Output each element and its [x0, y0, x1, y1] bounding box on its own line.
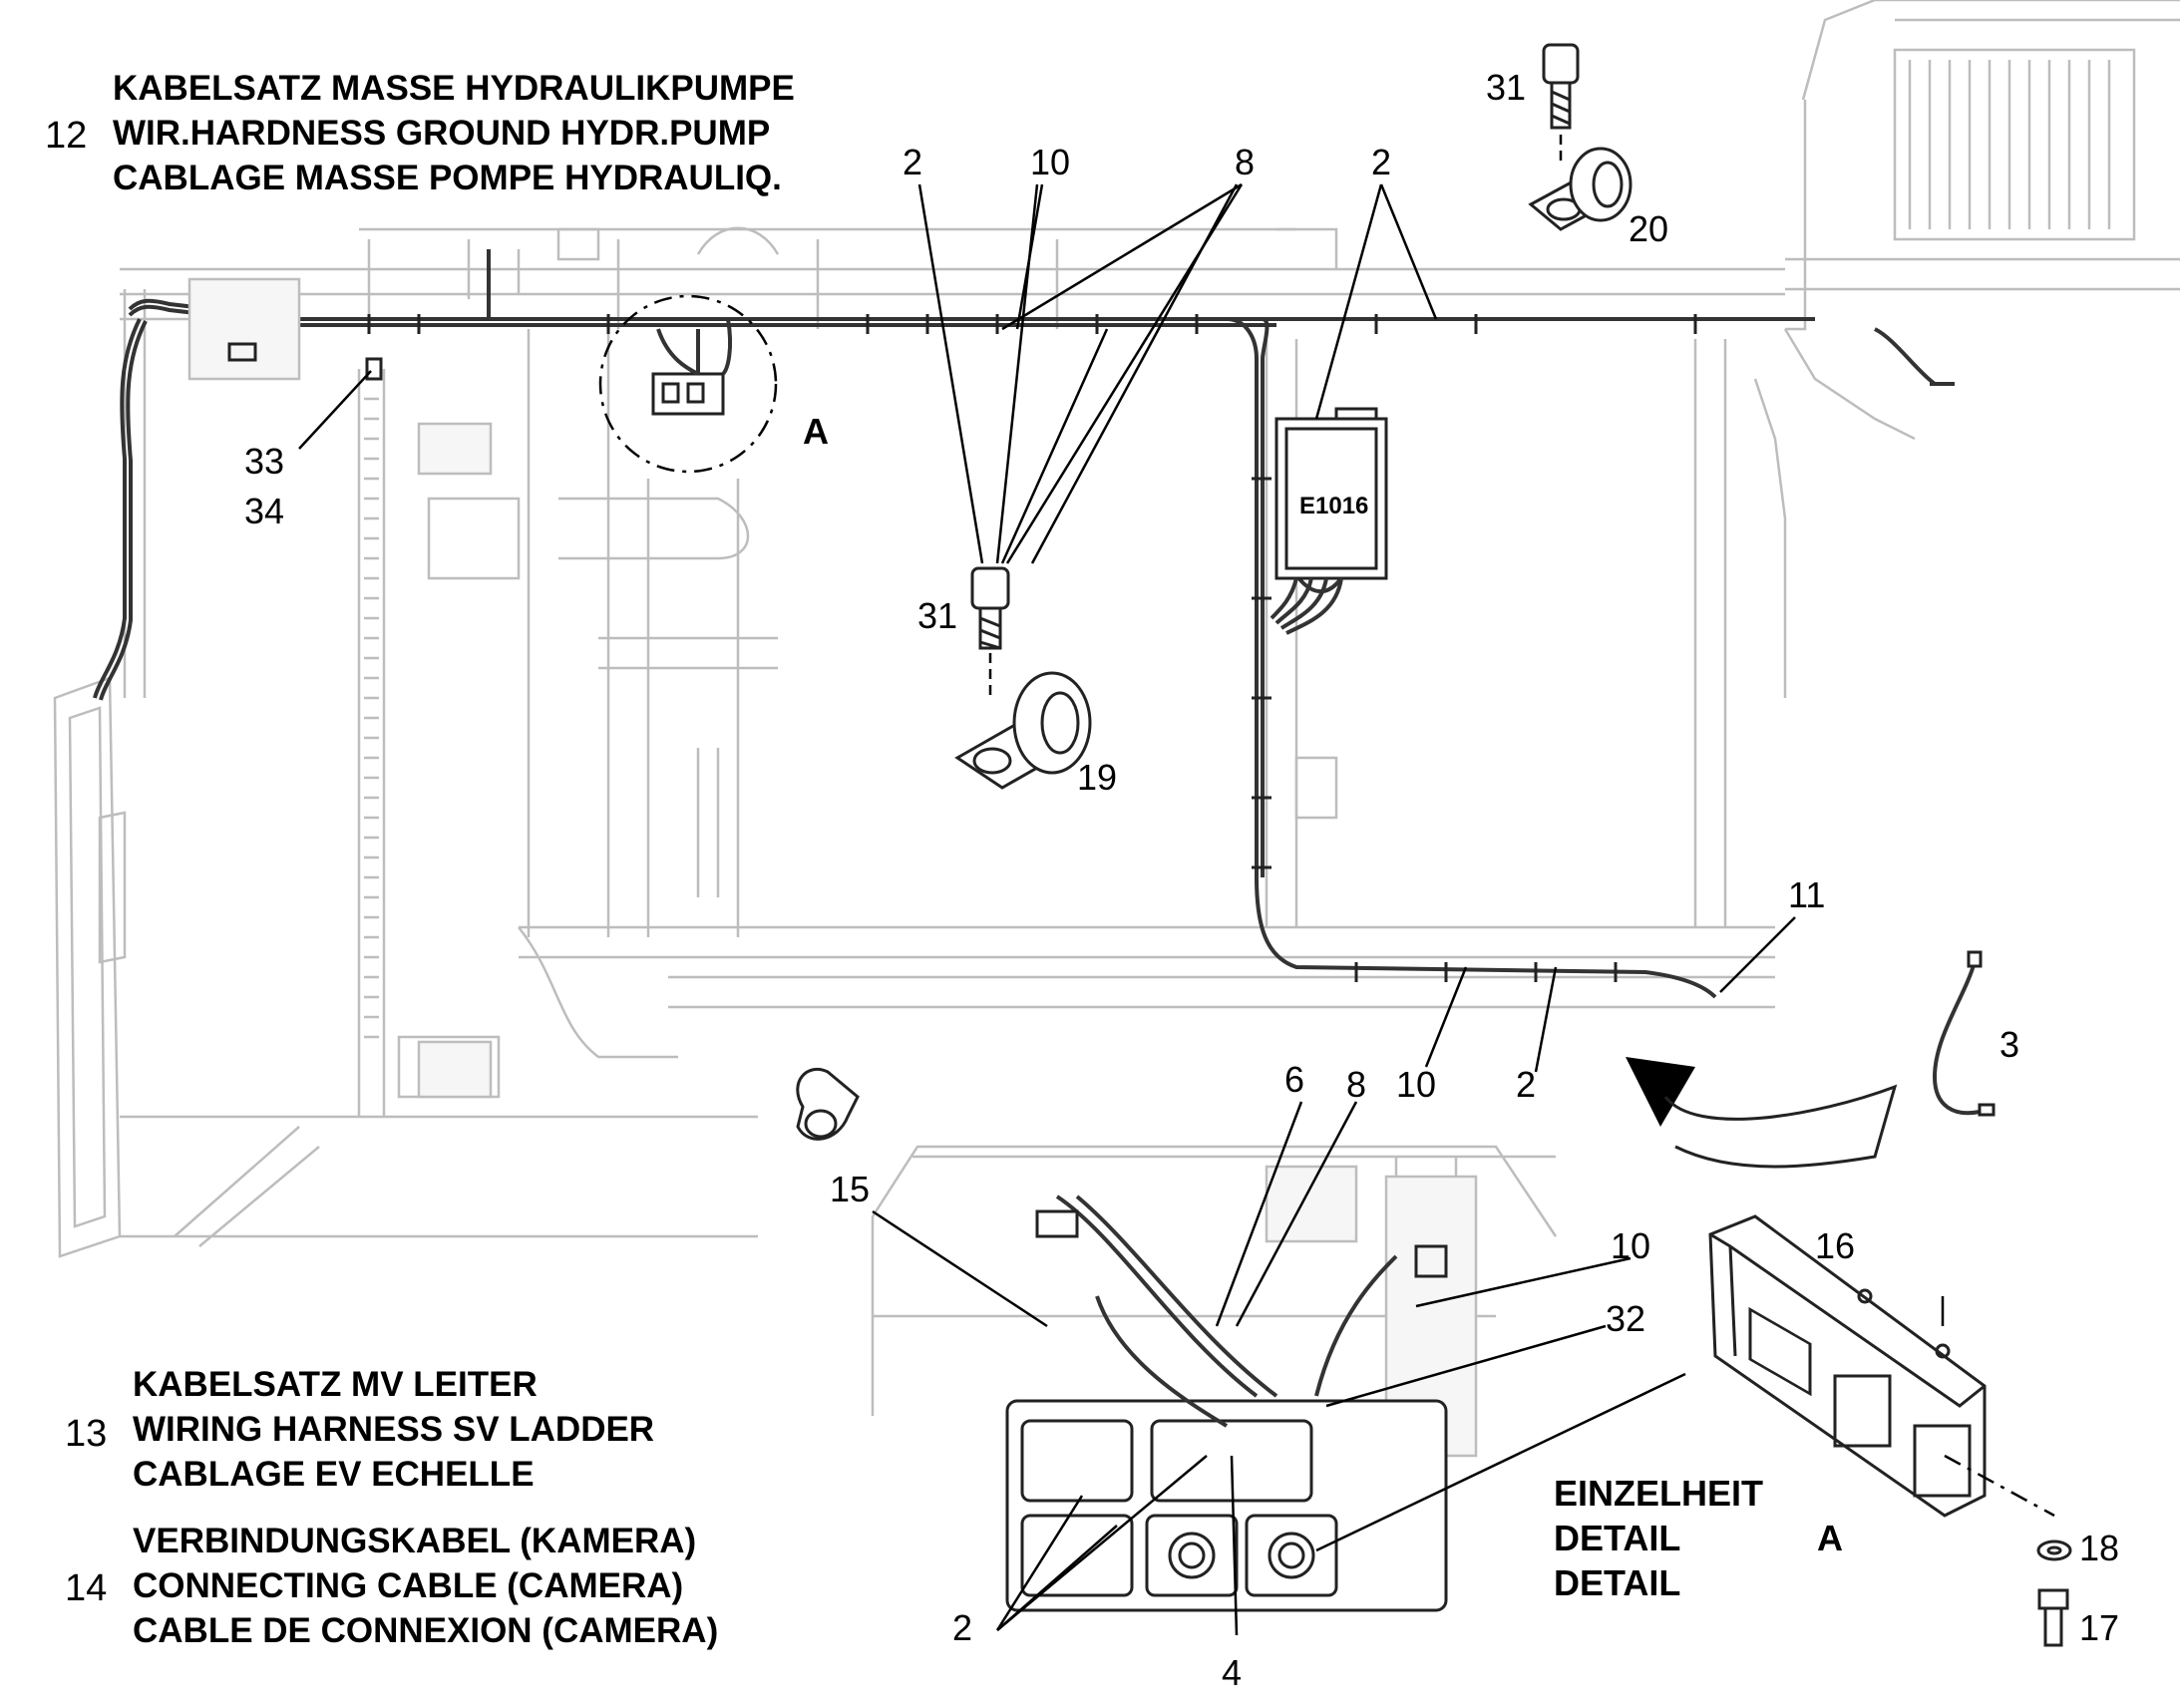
clamp-20 — [1528, 147, 1633, 231]
item-13-line-en: WIRING HARNESS SV LADDER — [133, 1410, 654, 1449]
item-12-line-fr: CABLAGE MASSE POMPE HYDRAULIQ. — [113, 159, 782, 197]
callout-19: 19 — [1077, 757, 1117, 798]
detail-a-marker: A — [598, 294, 829, 474]
e1016-label: E1016 — [1299, 493, 1368, 519]
e1016-control-box: E1016 — [1270, 407, 1388, 635]
bolt-31-top — [1542, 43, 1580, 165]
detail-view — [873, 1155, 1556, 1612]
clip-15-part — [796, 1068, 860, 1141]
header-item-13: 13 KABELSATZ MV LEITER WIRING HARNESS SV… — [65, 1365, 654, 1494]
item-12-number: 12 — [45, 115, 87, 157]
callout-2-top-right: 2 — [1371, 142, 1391, 182]
detail-caption-fr: DETAIL — [1554, 1562, 1680, 1603]
leader-lines — [298, 182, 1796, 1636]
detail-a-caption: EINZELHEIT DETAIL DETAIL A — [1554, 1473, 1843, 1603]
header-item-14: 14 VERBINDUNGSKABEL (KAMERA) CONNECTING … — [65, 1522, 718, 1650]
callout-10-detail: 10 — [1611, 1225, 1650, 1266]
connector-box-left — [187, 277, 383, 381]
item-13-line-de: KABELSATZ MV LEITER — [133, 1365, 538, 1404]
cable-3 — [1932, 950, 1996, 1117]
callout-31-top: 31 — [1486, 67, 1526, 108]
item-14-number: 14 — [65, 1567, 107, 1609]
callout-20: 20 — [1629, 208, 1668, 249]
callout-10-top: 10 — [1030, 142, 1070, 182]
callout-18: 18 — [2079, 1528, 2119, 1568]
callout-2-low: 2 — [1516, 1064, 1536, 1105]
view-arrow — [1626, 1057, 1898, 1169]
callout-16: 16 — [1815, 1225, 1855, 1266]
item-13-line-fr: CABLAGE EV ECHELLE — [133, 1455, 535, 1494]
bolt-17 — [2037, 1588, 2069, 1647]
detail-caption-letter: A — [1817, 1518, 1843, 1558]
item-12-line-en: WIR.HARDNESS GROUND HYDR.PUMP — [113, 114, 770, 153]
machine-outline — [53, 0, 2180, 1416]
callout-2-detail: 2 — [952, 1607, 972, 1648]
callout-34: 34 — [244, 491, 284, 531]
callout-17: 17 — [2079, 1607, 2119, 1648]
callout-6: 6 — [1284, 1059, 1304, 1100]
item-14-line-de: VERBINDUNGSKABEL (KAMERA) — [133, 1522, 696, 1560]
callout-32: 32 — [1606, 1298, 1645, 1339]
callout-11: 11 — [1788, 874, 1825, 915]
callout-10-low: 10 — [1396, 1064, 1436, 1105]
item-13-number: 13 — [65, 1413, 107, 1455]
callout-15: 15 — [830, 1169, 870, 1209]
clamp-19 — [954, 671, 1092, 790]
callout-3: 3 — [1999, 1024, 2019, 1065]
header-item-12: 12 KABELSATZ MASSE HYDRAULIKPUMPE WIR.HA… — [45, 69, 795, 197]
item-12-line-de: KABELSATZ MASSE HYDRAULIKPUMPE — [113, 69, 795, 108]
washer-18 — [2036, 1539, 2072, 1561]
callout-8-low: 8 — [1346, 1064, 1366, 1105]
callout-labels: 2 10 8 2 31 20 33 34 31 19 11 3 6 8 10 2… — [244, 67, 2119, 1693]
bracket-16 — [1708, 1214, 2055, 1518]
callout-2-top-left: 2 — [903, 142, 922, 182]
bolt-31-mid — [970, 566, 1010, 698]
callout-33: 33 — [244, 441, 284, 482]
callout-31-mid: 31 — [917, 595, 957, 636]
item-14-line-fr: CABLE DE CONNEXION (CAMERA) — [133, 1611, 718, 1650]
callout-8-top: 8 — [1235, 142, 1255, 182]
callout-4: 4 — [1222, 1652, 1242, 1693]
detail-a-letter: A — [803, 411, 829, 452]
item-14-line-en: CONNECTING CABLE (CAMERA) — [133, 1566, 683, 1605]
detail-caption-en: DETAIL — [1554, 1518, 1680, 1558]
wiring-harness — [93, 249, 1955, 999]
detail-caption-de: EINZELHEIT — [1554, 1473, 1763, 1514]
